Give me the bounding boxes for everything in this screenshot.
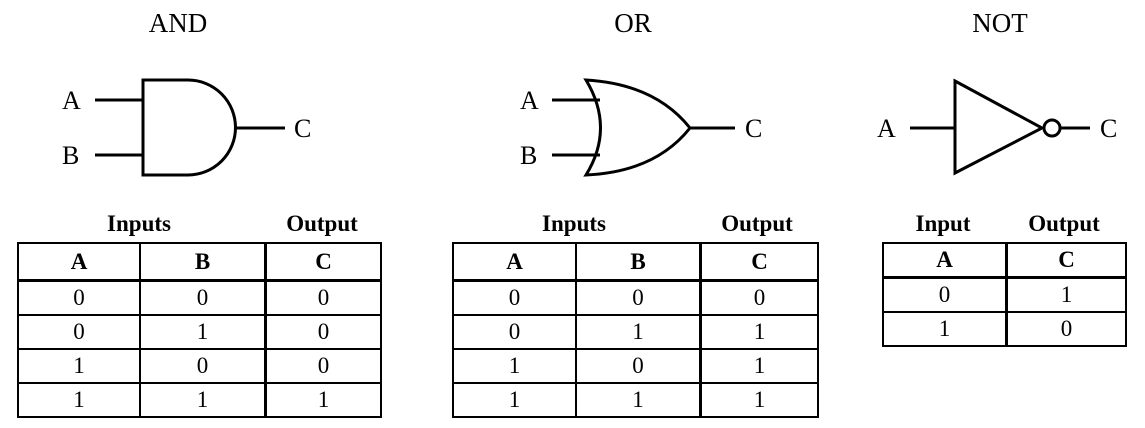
table-cell: 0: [264, 348, 382, 384]
column-header: B: [139, 242, 267, 282]
column-header: B: [575, 242, 702, 282]
or-inputs-header: Inputs: [542, 211, 606, 236]
column-header: C: [699, 242, 819, 282]
table-cell: 1: [139, 382, 267, 418]
and-inputs-header: Inputs: [107, 211, 171, 236]
not-title: NOT: [972, 8, 1028, 38]
and-output-header: Output: [286, 211, 358, 236]
not-input-a-label: A: [877, 114, 896, 143]
table-header-row: A B C: [17, 242, 382, 282]
not-output-c-label: C: [1100, 114, 1117, 143]
table-cell: 0: [452, 314, 577, 350]
or-gate-symbol: [552, 78, 735, 177]
table-cell: 0: [575, 279, 702, 316]
and-input-a-label: A: [62, 86, 81, 115]
table-cell: 1: [17, 382, 141, 418]
column-header: A: [452, 242, 577, 282]
column-header: A: [882, 242, 1008, 279]
table-cell: 1: [264, 382, 382, 418]
table-cell: 0: [699, 279, 819, 316]
table-cell: 1: [699, 348, 819, 384]
and-output-c-label: C: [294, 114, 311, 143]
table-cell: 1: [575, 314, 702, 350]
table-cell: 1: [575, 382, 702, 418]
or-input-a-label: A: [520, 86, 539, 115]
table-header-row: A C: [882, 242, 1127, 279]
table-cell: 1: [699, 314, 819, 350]
gate-symbols: A B C A B C A C: [62, 78, 1117, 177]
table-cell: 1: [882, 311, 1008, 347]
table-cell: 1: [17, 348, 141, 384]
not-gate-symbol: [910, 78, 1090, 176]
table-cell: 0: [17, 279, 141, 316]
column-header: C: [264, 242, 382, 282]
not-input-header: Input: [915, 211, 971, 236]
table-cell: 0: [264, 314, 382, 350]
table-header-row: A B C: [452, 242, 819, 282]
or-title: OR: [614, 8, 652, 38]
table-cell: 0: [139, 348, 267, 384]
table-cell: 1: [452, 348, 577, 384]
and-input-b-label: B: [62, 141, 79, 170]
column-header: A: [17, 242, 141, 282]
table-cell: 1: [699, 382, 819, 418]
table-cell: 0: [452, 279, 577, 316]
and-gate-symbol: [95, 78, 285, 177]
table-cell: 0: [139, 279, 267, 316]
column-header: C: [1005, 242, 1127, 279]
table-cell: 0: [575, 348, 702, 384]
table-cell: 0: [882, 276, 1008, 313]
and-title: AND: [148, 8, 208, 38]
table-cell: 1: [452, 382, 577, 418]
table-cell: 1: [139, 314, 267, 350]
table-cell: 0: [17, 314, 141, 350]
table-cell: 1: [1005, 276, 1127, 313]
table-cell: 0: [1005, 311, 1127, 347]
or-output-c-label: C: [745, 114, 762, 143]
not-output-header: Output: [1028, 211, 1100, 236]
or-output-header: Output: [721, 211, 793, 236]
or-input-b-label: B: [520, 141, 537, 170]
table-cell: 0: [264, 279, 382, 316]
